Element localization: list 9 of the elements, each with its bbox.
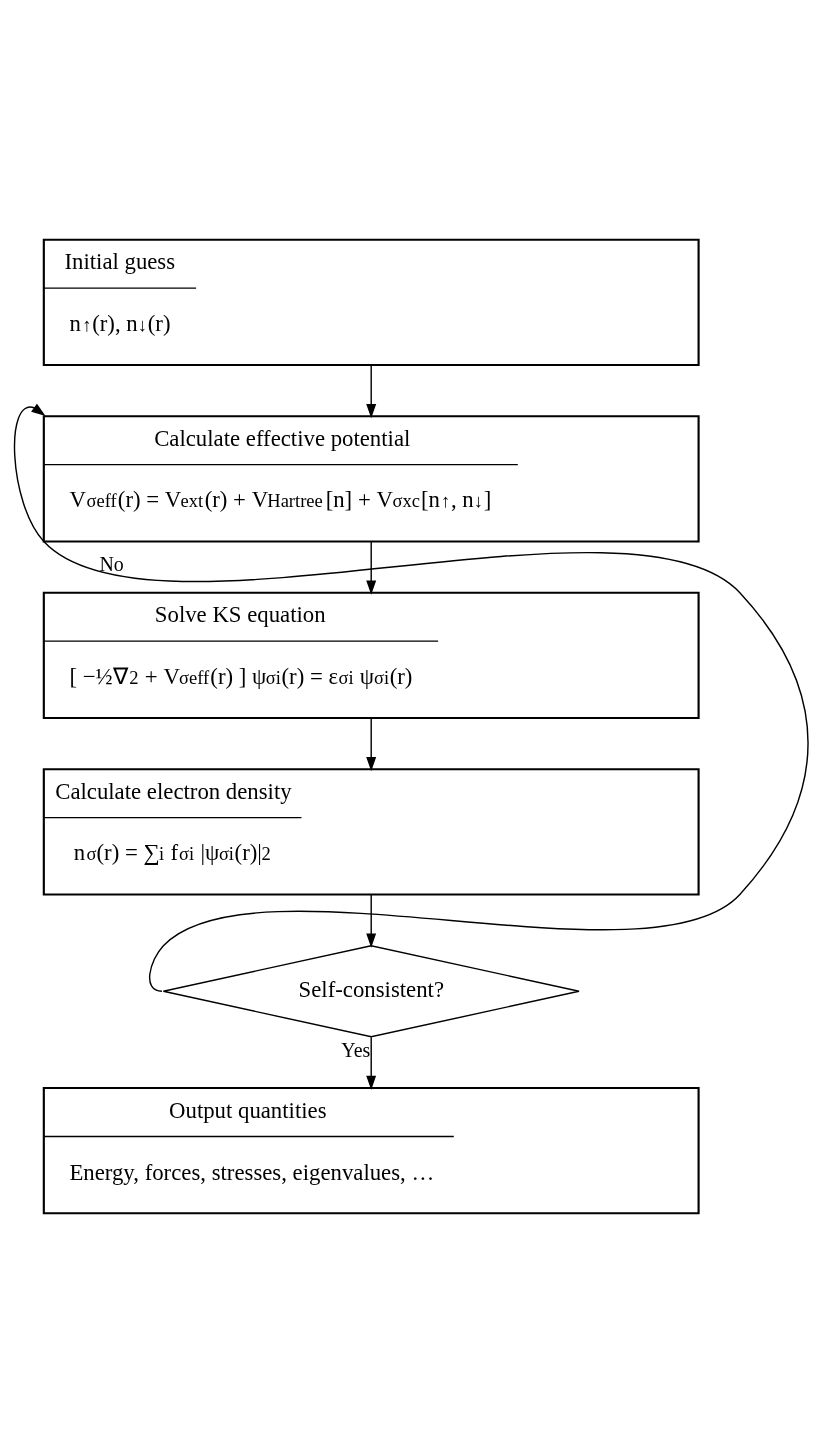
node-diamond: Self-consistent?	[162, 944, 580, 1038]
arrow	[13, 403, 809, 992]
arrow	[366, 716, 377, 771]
arrow	[366, 893, 377, 948]
arrow	[366, 363, 377, 418]
edge-label: No	[99, 552, 124, 575]
arrow	[366, 1035, 377, 1090]
arrow	[366, 540, 377, 595]
edge-label: Yes	[341, 1038, 371, 1061]
